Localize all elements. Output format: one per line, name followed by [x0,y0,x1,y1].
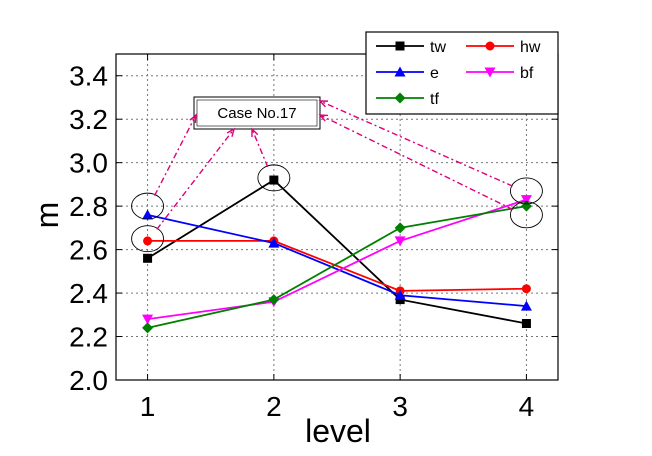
series-line-tw [147,178,527,325]
y-axis-title: m [29,202,65,229]
legend-marker-bf [484,67,496,78]
plot-frame [115,53,559,381]
series-line-e [147,213,527,308]
data-point-hw [143,236,153,246]
annotation-arrow [156,128,235,230]
y-tick-label: 2.2 [69,322,108,353]
data-point-e [142,209,154,220]
data-point-tf [268,294,280,306]
data-point-hw [521,284,531,294]
y-tick-label: 3.0 [69,148,108,179]
legend-label-e: e [430,65,439,82]
annotation-box [193,96,321,130]
y-tick-label: 3.4 [69,61,108,92]
data-point-tw [521,318,531,328]
annotation-arrow [251,128,269,168]
annotation-arrowhead [318,100,329,108]
x-tick-label: 3 [392,391,408,422]
legend-marker-tf [394,92,406,104]
highlight-circle [131,192,165,220]
legend-marker-tw [395,41,405,51]
data-point-tf [142,322,154,334]
highlight-circle [509,177,543,205]
legend-label-tw: tw [430,39,446,56]
y-tick-label: 3.2 [69,104,108,135]
annotation-text: Case No.17 [217,105,296,122]
legend-label-hw: hw [520,39,541,56]
data-point-tw [143,253,153,263]
annotation-arrowhead [189,113,197,124]
highlight-circle [131,225,165,253]
legend-marker-e [394,66,406,77]
data-point-e [268,237,280,248]
x-tick-label: 2 [266,391,282,422]
annotation-arrow [319,114,514,211]
x-tick-label: 4 [519,391,535,422]
legend-label-tf: tf [430,91,439,108]
data-point-bf [520,195,532,206]
annotation-arrowhead [226,127,236,137]
series-lines [142,175,532,334]
legend-label-bf: bf [520,65,534,82]
legend: tw hw e bf tf [365,31,559,115]
highlight-circle [509,201,543,229]
data-point-bf [142,314,154,325]
x-tick-label: 1 [140,391,156,422]
series-line-bf [147,198,527,321]
annotation-arrowhead [251,127,259,138]
data-point-e [394,289,406,300]
y-tick-label: 2.4 [69,278,108,309]
legend-marker-hw [485,41,495,51]
y-tick-label: 2.6 [69,235,108,266]
series-line-hw [147,240,527,292]
highlight-circle [257,164,291,192]
annotation-arrowhead [318,114,329,122]
series-line-tf [147,205,527,329]
data-point-e [520,300,532,311]
x-axis-title: level [305,413,371,449]
data-point-tf [394,222,406,234]
data-point-bf [394,236,406,247]
data-point-tw [269,175,279,185]
annotation-arrow [153,114,197,196]
y-tick-label: 2.0 [69,365,108,396]
annotation: Case No.17 [131,96,543,253]
y-tick-label: 2.8 [69,191,108,222]
annotation-box-inner [196,99,318,127]
axes: 1 2 3 4 2.0 2.2 2.4 2.6 2.8 3.0 3.2 3.4 [69,53,559,422]
